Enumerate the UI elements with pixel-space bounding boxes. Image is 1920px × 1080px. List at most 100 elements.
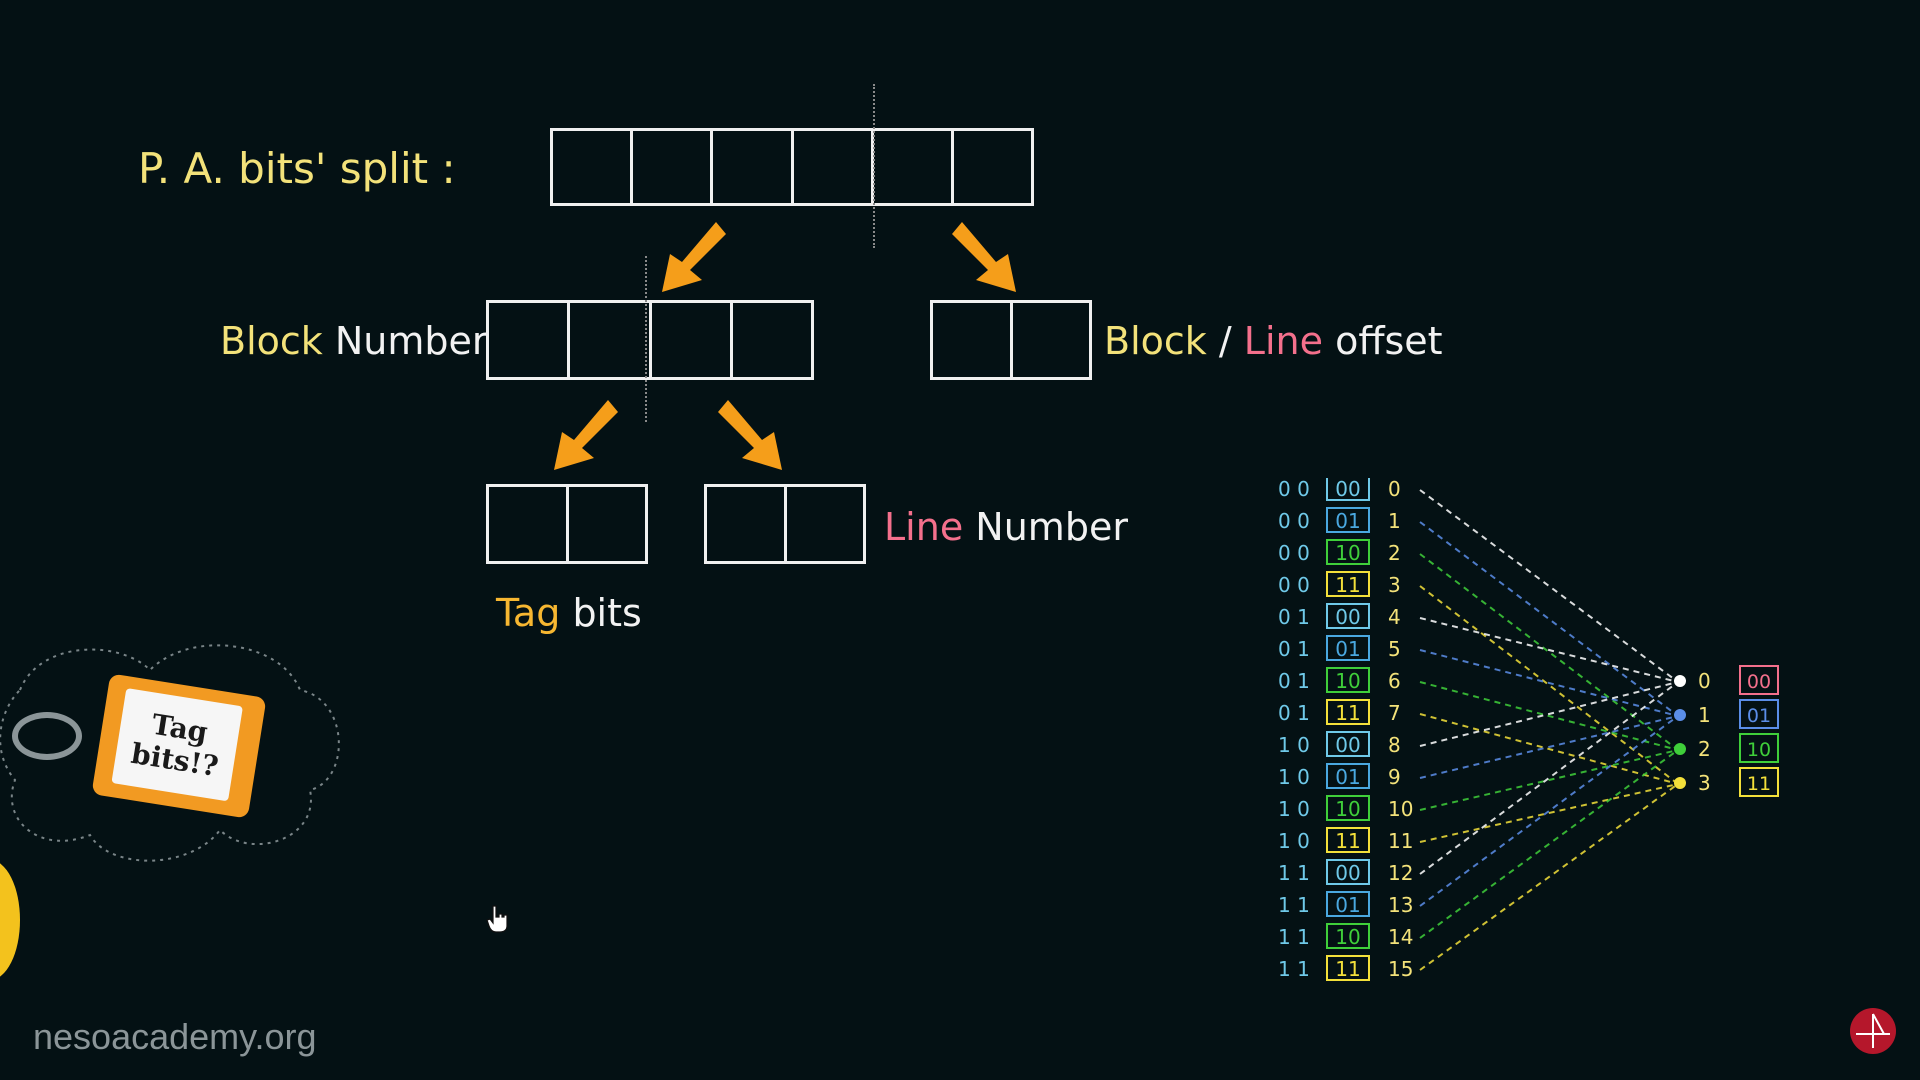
line-node-dot [1674,709,1686,721]
block-line-bits: 10 [1335,541,1360,565]
mapping-connector [1419,713,1679,785]
line-index: 3 [1698,771,1711,795]
block-tag-bits: 0 1 [1278,605,1310,629]
tag-bit-cell [569,487,646,561]
block-line-bits-box [1326,507,1370,533]
block-line-bits-box [1326,571,1370,597]
block-line-bits: 00 [1335,733,1360,757]
block-line-bits: 01 [1335,637,1360,661]
block-line-bits: 10 [1335,797,1360,821]
block-line-bits-box [1326,539,1370,565]
block-index: 15 [1388,957,1413,981]
line-bits-box [1739,665,1779,695]
arrow-down-left-icon [662,222,726,292]
brand-logo-icon [1850,1008,1896,1054]
block-tag-bits: 1 1 [1278,957,1310,981]
block-tag-bits: 1 0 [1278,733,1310,757]
block-tag-bits: 1 1 [1278,925,1310,949]
physical-address-register [550,128,1034,206]
line-bits-box [1739,767,1779,797]
line-index: 2 [1698,737,1711,761]
pa-bit-cell [954,131,1031,203]
block-line-bits-box [1326,891,1370,917]
block-index: 11 [1388,829,1413,853]
watermark: nesoacademy.org [33,1016,317,1057]
block-line-bits: 01 [1335,893,1360,917]
mapping-connector [1419,681,1679,751]
block-line-bits: 11 [1335,573,1360,597]
block-line-bits-box [1326,699,1370,725]
block-index: 2 [1388,541,1401,565]
block-index: 10 [1388,797,1413,821]
pa-bit-cell [794,131,874,203]
line-node-dot [1674,675,1686,687]
arrow-down-right-icon [952,222,1016,292]
block-index: 1 [1388,509,1401,533]
line-bit-cell [707,487,787,561]
line-bits: 11 [1747,773,1771,795]
block-tag-bits: 0 1 [1278,701,1310,725]
block-tag-bits: 1 1 [1278,861,1310,885]
mapping-connector [1419,783,1679,843]
mapping-connector [1419,617,1679,683]
block-line-bits: 10 [1335,669,1360,693]
block-index: 8 [1388,733,1401,757]
line-number-register [704,484,866,564]
block-index: 13 [1388,893,1413,917]
mapping-connector [1419,715,1679,779]
hand-cursor-icon [486,905,508,933]
line-node-dot [1674,777,1686,789]
block-tag-bits: 0 1 [1278,637,1310,661]
offset-bit-cell [1013,303,1090,377]
block-index: 4 [1388,605,1401,629]
tag-sticker: Tag bits!? [91,673,267,819]
block-line-bits-box [1326,923,1370,949]
block-bit-cell [570,303,652,377]
block-index: 12 [1388,861,1413,885]
block-line-bits: 00 [1335,861,1360,885]
line-bit-cell [787,487,864,561]
block-tag-bits: 0 0 [1278,509,1310,533]
mapping-connector [1419,649,1679,717]
block-line-bits: 10 [1335,925,1360,949]
mapping-connector [1419,715,1679,907]
line-bits-box [1739,699,1779,729]
block-line-bits-box [1326,635,1370,661]
block-bit-cell [733,303,811,377]
block-bit-cell [652,303,733,377]
block-line-offset-label: Block / Line offset [1104,319,1443,363]
line-index: 1 [1698,703,1711,727]
mapping-connector [1419,553,1679,751]
block-line-bits-box [1326,731,1370,757]
block-line-bits: 11 [1335,957,1360,981]
block-line-bits-box [1326,667,1370,693]
mapping-connector [1419,521,1679,717]
mapping-connector [1419,489,1679,683]
mapping-connector [1419,783,1679,971]
pa-split-divider [873,84,875,248]
arrow-down-left-icon [554,400,618,470]
tag-bits-label: Tag bits [496,591,642,635]
tag-sticker-card: Tag bits!? [111,688,243,802]
tag-bit-cell [489,487,569,561]
block-line-bits: 00 [1335,605,1360,629]
block-line-bits: 01 [1335,509,1360,533]
block-line-bits-box [1326,478,1370,501]
block-line-bits: 00 [1335,478,1360,501]
line-node-dot [1674,743,1686,755]
mapping-connector [1419,749,1679,939]
block-line-bits-box [1326,795,1370,821]
pa-bit-cell [633,131,714,203]
block-index: 14 [1388,925,1413,949]
block-tag-bits: 1 0 [1278,765,1310,789]
tag-bits-register [486,484,648,564]
block-line-bits: 11 [1335,701,1360,725]
block-line-bits: 11 [1335,829,1360,853]
block-tag-bits: 1 1 [1278,893,1310,917]
block-tag-bits: 1 0 [1278,829,1310,853]
mapping-connector [1419,681,1679,875]
block-index: 0 [1388,478,1401,501]
block-index: 6 [1388,669,1401,693]
block-index: 7 [1388,701,1401,725]
